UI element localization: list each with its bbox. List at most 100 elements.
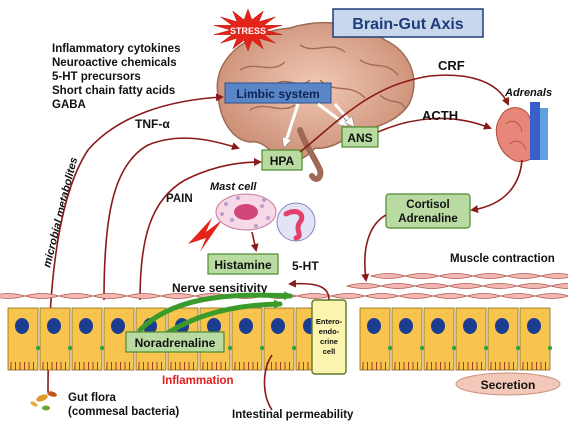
noradrenaline-label: Noradrenaline: [135, 336, 216, 350]
muscle-fiber: [549, 283, 568, 289]
metabolite-item: 5-HT precursors: [52, 71, 141, 83]
muscle-fiber: [533, 293, 568, 299]
enteroendocrine-label-line: endo-: [319, 327, 340, 336]
muscle-fiber: [539, 273, 568, 279]
epithelial-cell: [455, 307, 489, 371]
cortisol-adrenaline-box: Cortisol Adrenaline: [385, 193, 471, 229]
inflammation-label: Inflammation: [162, 375, 234, 387]
muscle-fiber: [505, 273, 543, 279]
muscle-contraction-label: Muscle contraction: [450, 253, 555, 265]
lightning-icon: [188, 218, 222, 252]
adrenals-illustration: [495, 102, 548, 163]
pain-label: PAIN: [166, 193, 193, 205]
epithelial-cell: [423, 307, 457, 371]
mast-cell-icon: [215, 193, 277, 231]
enteroendocrine-label-line: cell: [323, 347, 336, 356]
noradrenaline-box: Noradrenaline: [125, 331, 225, 353]
cell-nucleus: [15, 318, 29, 334]
hpa-box: HPA: [261, 149, 303, 171]
epithelial-cell: [39, 307, 73, 371]
epithelium-layer: [7, 307, 553, 371]
epithelial-cell: [487, 307, 521, 371]
muscle-fiber: [397, 293, 435, 299]
muscle-fiber: [499, 293, 537, 299]
muscle-fiber: [345, 283, 383, 289]
cell-nucleus: [239, 318, 253, 334]
stress-label: STRESS: [230, 26, 266, 36]
granule: [266, 216, 270, 220]
cell-nucleus: [207, 318, 221, 334]
epithelial-cell: [103, 307, 137, 371]
intestinal-permeability-arrow: [263, 354, 273, 411]
ans-box: ANS: [341, 126, 379, 148]
granule: [236, 196, 240, 200]
muscle-fiber: [369, 273, 407, 279]
ans-label: ANS: [347, 131, 372, 145]
muscle-fiber: [57, 293, 95, 299]
epithelial-cell: [359, 307, 393, 371]
epithelial-cell: [391, 307, 425, 371]
histamine-box: Histamine: [207, 253, 279, 275]
granule: [254, 224, 258, 228]
crf-arrow: [299, 74, 510, 153]
gut-flora-label: Gut flora: [68, 392, 117, 404]
muscle-fiber: [413, 283, 451, 289]
enteroendocrine-cell: Entero- endo- crine cell: [311, 299, 347, 375]
tnf-alpha-arrow: [103, 137, 240, 301]
tnf-alpha-label: TNF-α: [135, 117, 170, 131]
muscle-fiber: [403, 273, 441, 279]
secretion-blob: Secretion: [455, 372, 561, 396]
enteroendocrine-label-line: Entero-: [316, 317, 343, 326]
metabolite-item: Neuroactive chemicals: [52, 57, 177, 69]
epithelial-cell: [231, 307, 265, 371]
epithelial-cell: [519, 307, 553, 371]
cell-nucleus: [47, 318, 61, 334]
cell-nucleus: [399, 318, 413, 334]
muscle-fiber: [91, 293, 129, 299]
muscle-fiber: [295, 293, 333, 299]
muscle-fiber: [125, 293, 163, 299]
histamine-granule-icon: [276, 202, 316, 242]
cell-nucleus: [271, 318, 285, 334]
granule: [220, 212, 224, 216]
mast-to-histamine-arrow: [250, 231, 259, 252]
histamine-label: Histamine: [214, 258, 272, 272]
muscle-fiber: [437, 273, 475, 279]
cell-nucleus: [79, 318, 93, 334]
title-box: Brain-Gut Axis: [332, 8, 484, 38]
cell-nucleus: [495, 318, 509, 334]
cell-nucleus: [367, 318, 381, 334]
granule: [260, 204, 264, 208]
cortisol-to-gut-arrow: [361, 214, 387, 282]
pain-arrow: [139, 158, 262, 301]
metabolite-item: GABA: [52, 99, 86, 111]
microbial-metabolites-label: microbial metabolites: [41, 156, 80, 269]
enteroendocrine-label-line: crine: [320, 337, 338, 346]
muscle-fiber: [431, 293, 469, 299]
nerve-fibre-1: [137, 291, 293, 333]
page-title: Brain-Gut Axis: [352, 16, 464, 33]
muscle-fiber: [23, 293, 61, 299]
muscle-fiber: [329, 293, 367, 299]
cell-nucleus: [431, 318, 445, 334]
hpa-label: HPA: [270, 154, 295, 168]
metabolites-list: Inflammatory cytokines Neuroactive chemi…: [52, 43, 180, 111]
granule: [224, 202, 228, 206]
muscle-fiber: [515, 283, 553, 289]
gut-flora-sublabel: (commesal bacteria): [68, 406, 179, 418]
crf-label: CRF: [438, 58, 465, 73]
limbic-system-box: Limbic system: [224, 82, 332, 104]
mast-cell-label: Mast cell: [210, 181, 257, 193]
acth-arrow: [377, 117, 492, 133]
muscle-fiber: [471, 273, 509, 279]
gut-flora-bacteria-icon: [30, 391, 57, 411]
epithelial-cell: [71, 307, 105, 371]
granule: [230, 218, 234, 222]
secretion-label: Secretion: [481, 378, 536, 392]
muscle-fiber: [447, 283, 485, 289]
muscle-fiber: [363, 293, 401, 299]
epithelial-cell: [7, 307, 41, 371]
adrenals-label: Adrenals: [504, 87, 552, 99]
five-ht-to-nerve-arrow: [288, 279, 330, 301]
adrenals-to-cortisol-arrow: [470, 159, 523, 214]
